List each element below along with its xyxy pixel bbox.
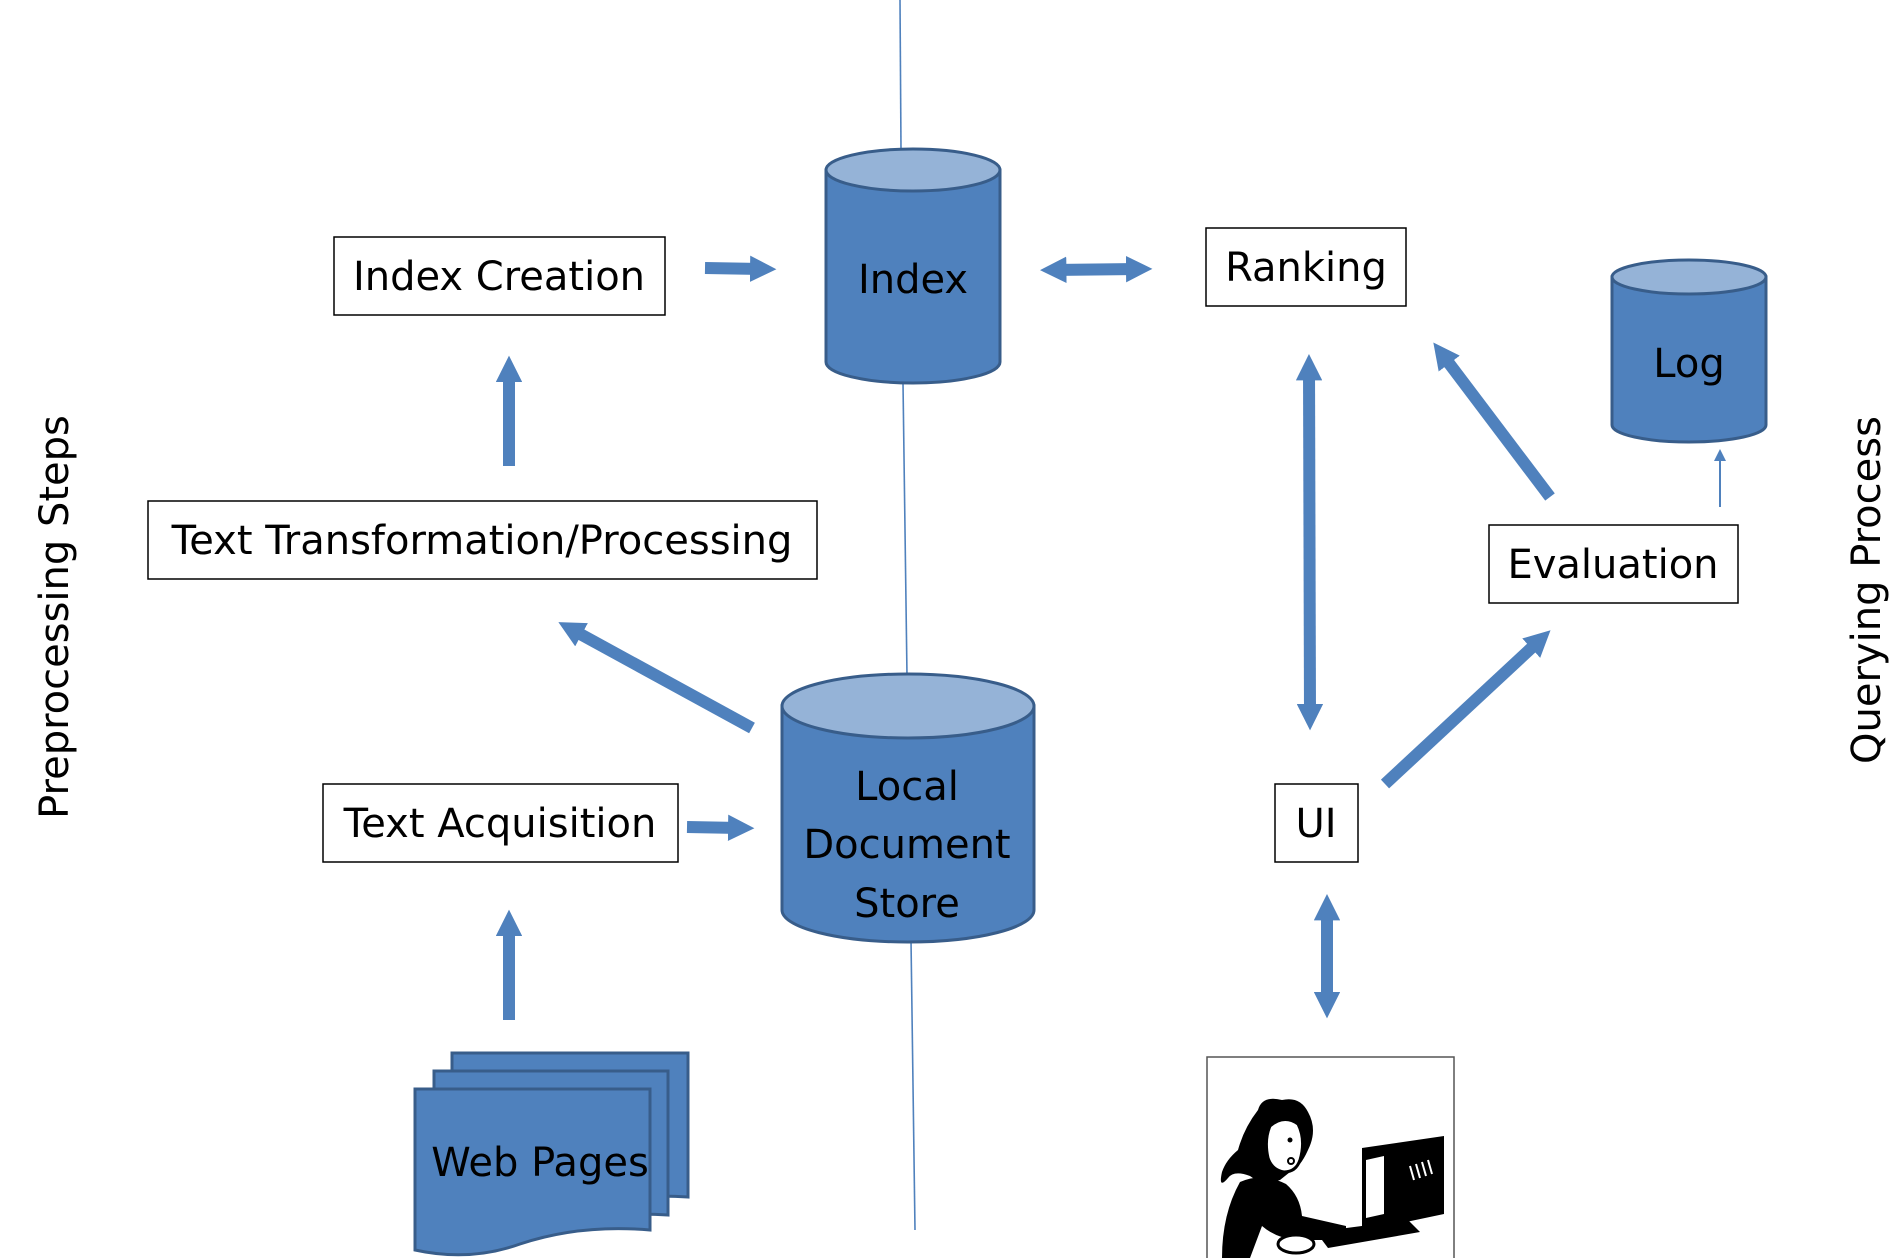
user-icon-hand <box>1276 1233 1316 1255</box>
divider-middle <box>902 382 908 677</box>
index-label: Index <box>858 257 968 303</box>
web-pages-node: Web Pages <box>413 1051 690 1257</box>
index-cylinder-body <box>824 168 1002 385</box>
arrow-ranking-ui <box>1295 354 1324 731</box>
ui-node: UI <box>1274 783 1359 863</box>
local-document-store-cylinder-body <box>780 704 1036 944</box>
evaluation-node: Evaluation <box>1488 524 1739 604</box>
arrow-document-store-to-text-transformation <box>558 622 755 734</box>
ui-label: UI <box>1295 801 1336 847</box>
preprocessing-steps-label: Preprocessing Steps <box>32 415 78 819</box>
web-pages-label: Web Pages <box>431 1140 649 1186</box>
text-acquisition-node: Text Acquisition <box>322 783 679 863</box>
user-icon-body <box>1222 1177 1346 1258</box>
text-transformation-label: Text Transformation/Processing <box>171 518 793 564</box>
arrow-evaluation-to-ranking <box>1433 342 1555 501</box>
index-node: Index <box>824 147 1002 385</box>
index-creation-box <box>333 236 666 316</box>
arrow-ui-to-evaluation <box>1380 630 1551 789</box>
evaluation-label: Evaluation <box>1507 542 1718 588</box>
text-transformation-box <box>147 500 818 580</box>
user-icon-monitor-screen <box>1366 1156 1384 1218</box>
arrow-text-acquisition-to-document-store <box>686 814 755 841</box>
local-document-store-label-line2: Document <box>803 822 1010 868</box>
log-cylinder-top <box>1610 258 1768 296</box>
local-document-store-node: Local Document Store <box>780 672 1036 944</box>
log-node: Log <box>1610 258 1768 444</box>
index-cylinder-top <box>824 147 1002 193</box>
text-acquisition-label: Text Acquisition <box>343 801 657 847</box>
log-label: Log <box>1653 341 1724 387</box>
arrows <box>495 255 1726 1020</box>
ranking-label: Ranking <box>1225 245 1387 291</box>
text-transformation-node: Text Transformation/Processing <box>147 500 818 580</box>
divider-bottom <box>910 939 916 1231</box>
local-document-store-label-line3: Store <box>854 881 960 927</box>
arrow-index-creation-to-index <box>704 255 777 282</box>
user-icon-mouth <box>1287 1157 1295 1165</box>
log-cylinder-body <box>1610 275 1768 444</box>
user-icon-eye <box>1287 1137 1293 1143</box>
index-creation-label: Index Creation <box>353 254 645 300</box>
ui-box <box>1274 783 1359 863</box>
querying-process-label: Querying Process <box>1844 416 1890 764</box>
user-icon-monitor-vent <box>1409 1159 1433 1181</box>
divider-top <box>899 0 902 151</box>
local-document-store-label-line1: Local <box>855 764 959 810</box>
ranking-node: Ranking <box>1205 227 1407 307</box>
text-acquisition-box <box>322 783 679 863</box>
user-icon-face <box>1264 1118 1305 1174</box>
web-page-front <box>413 1087 652 1257</box>
local-document-store-cylinder-top <box>780 672 1036 740</box>
arrow-index-ranking <box>1040 255 1153 284</box>
evaluation-box <box>1488 524 1739 604</box>
index-creation-node: Index Creation <box>333 236 666 316</box>
user-at-computer-icon <box>1206 1056 1455 1258</box>
ranking-box <box>1205 227 1407 307</box>
